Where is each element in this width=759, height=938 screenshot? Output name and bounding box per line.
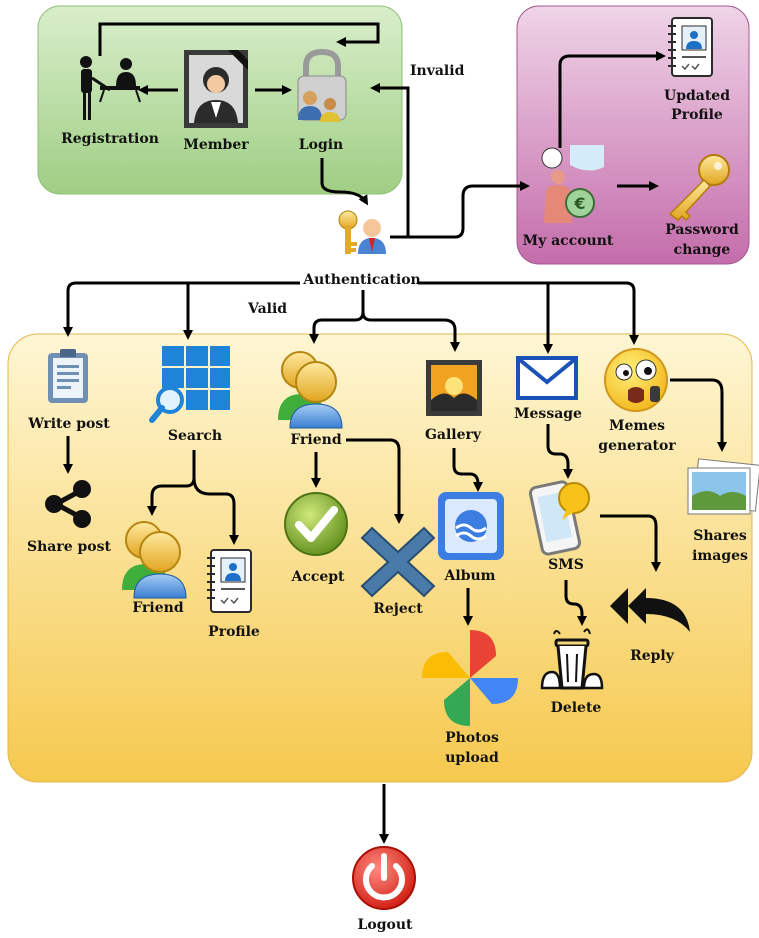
golden-key-icon bbox=[668, 154, 730, 222]
friends-icon bbox=[278, 351, 343, 429]
profile-notebook-icon bbox=[207, 549, 252, 613]
memes-label-1: Memes bbox=[609, 418, 665, 434]
album-node: Album bbox=[438, 492, 504, 584]
friend-node: Friend bbox=[278, 351, 343, 448]
photos-upload-label-2: upload bbox=[445, 750, 499, 766]
share-post-node: Share post bbox=[27, 480, 112, 555]
share-icon bbox=[45, 480, 91, 528]
my-account-node: € My account bbox=[523, 145, 614, 249]
album-icon bbox=[438, 492, 504, 560]
registration-node: Registration bbox=[61, 56, 159, 147]
photos-upload-label-1: Photos bbox=[445, 730, 499, 746]
updated-profile-label-1: Updated bbox=[664, 88, 730, 104]
shares-images-label-1: Shares bbox=[693, 528, 747, 544]
envelope-icon bbox=[516, 356, 578, 400]
password-change-node: Password change bbox=[665, 154, 739, 258]
login-node: Login bbox=[297, 48, 347, 153]
friend-label: Friend bbox=[290, 432, 341, 448]
memes-node: Memes generator bbox=[598, 348, 676, 454]
search-label: Search bbox=[168, 428, 222, 444]
authentication-node: Authentication bbox=[302, 210, 421, 288]
emoji-face-icon bbox=[604, 348, 668, 412]
member-node: Member bbox=[183, 50, 249, 153]
member-label: Member bbox=[183, 137, 249, 153]
reply-node: Reply bbox=[610, 588, 690, 664]
logout-label: Logout bbox=[358, 917, 413, 933]
search-node: Search bbox=[149, 346, 230, 444]
grid-search-icon bbox=[149, 346, 230, 423]
registration-label: Registration bbox=[61, 131, 159, 147]
password-change-label-2: change bbox=[674, 242, 731, 258]
reject-label: Reject bbox=[373, 601, 423, 617]
photo-stack-icon bbox=[687, 458, 759, 515]
member-portrait-icon bbox=[184, 50, 248, 128]
updated-profile-label-2: Profile bbox=[671, 107, 723, 123]
invalid-edge-label: Invalid bbox=[410, 63, 465, 79]
logout-node: Logout bbox=[352, 846, 416, 933]
login-label: Login bbox=[299, 137, 343, 153]
message-label: Message bbox=[514, 406, 582, 422]
svg-text:€: € bbox=[573, 194, 585, 213]
account-user-icon: € bbox=[541, 145, 604, 223]
sms-label: SMS bbox=[548, 557, 584, 573]
power-button-icon bbox=[352, 846, 416, 910]
write-post-label: Write post bbox=[27, 416, 110, 432]
shares-images-label-2: images bbox=[692, 548, 748, 564]
photos-upload-node: Photos upload bbox=[422, 630, 518, 766]
shares-images-node: Shares images bbox=[687, 458, 759, 564]
album-label: Album bbox=[444, 568, 496, 584]
gallery-label: Gallery bbox=[425, 427, 482, 443]
gallery-node: Gallery bbox=[425, 360, 482, 443]
write-post-node: Write post bbox=[27, 349, 110, 432]
delete-label: Delete bbox=[551, 700, 602, 716]
reply-label: Reply bbox=[630, 648, 675, 664]
key-user-icon bbox=[338, 210, 386, 254]
friends-icon bbox=[122, 521, 187, 599]
reject-node: Reject bbox=[360, 526, 436, 617]
x-cross-icon bbox=[360, 526, 436, 598]
updated-profile-node: Updated Profile bbox=[664, 17, 730, 123]
sms-node: SMS bbox=[528, 480, 590, 573]
password-change-label-1: Password bbox=[665, 222, 739, 238]
search-friend-node: Friend bbox=[122, 521, 187, 616]
memes-label-2: generator bbox=[598, 438, 676, 454]
edges bbox=[63, 22, 727, 844]
valid-edge-label: Valid bbox=[247, 301, 287, 317]
my-account-label: My account bbox=[523, 233, 614, 249]
accept-node: Accept bbox=[284, 492, 348, 585]
delete-node: Delete bbox=[540, 628, 604, 716]
registration-icon bbox=[80, 56, 141, 120]
lock-users-icon bbox=[297, 48, 347, 122]
share-post-label: Share post bbox=[27, 539, 112, 555]
message-node: Message bbox=[514, 356, 582, 422]
profile-notebook-icon bbox=[668, 17, 713, 77]
clipboard-icon bbox=[48, 349, 88, 403]
reply-arrow-icon bbox=[610, 588, 690, 632]
phone-chat-icon bbox=[528, 480, 590, 556]
search-profile-label: Profile bbox=[208, 624, 260, 640]
search-profile-node: Profile bbox=[207, 549, 260, 640]
search-friend-label: Friend bbox=[132, 600, 183, 616]
accept-label: Accept bbox=[290, 569, 345, 585]
authentication-label: Authentication bbox=[302, 272, 420, 288]
trash-bin-icon bbox=[540, 628, 604, 690]
pinwheel-icon bbox=[422, 630, 518, 726]
checkmark-icon bbox=[284, 492, 348, 556]
landscape-picture-icon bbox=[426, 360, 482, 416]
